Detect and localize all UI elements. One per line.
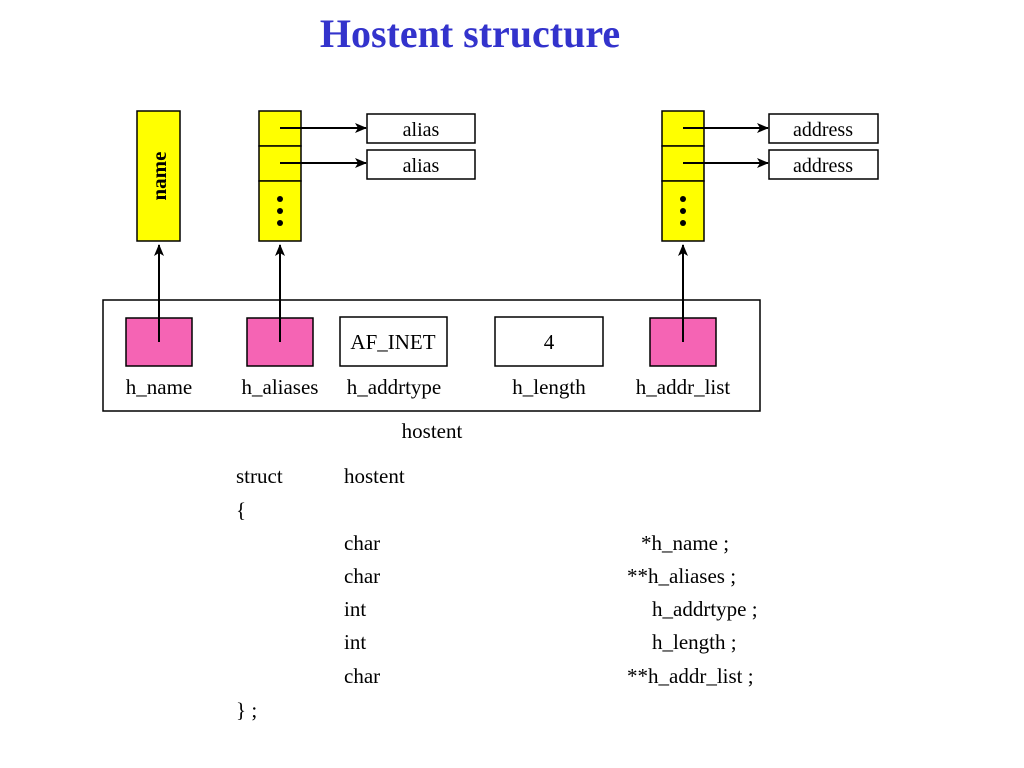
alias-label: alias: [403, 155, 440, 177]
name-label: name: [147, 152, 171, 201]
code-member-type: int: [344, 597, 367, 621]
name-string-box: [136, 110, 181, 242]
h-addr-list-label: h_addr_list: [636, 375, 731, 399]
code-member-decl: h_addrtype ;: [652, 597, 758, 621]
alias-label: alias: [403, 119, 440, 141]
code-member-type: char: [344, 664, 381, 688]
code-struct-keyword: struct: [236, 464, 283, 488]
page-title: Hostent structure: [319, 11, 621, 56]
code-member-type: char: [344, 531, 381, 555]
code-member-decl: *h_name ;: [641, 531, 730, 555]
address-label: address: [793, 155, 853, 177]
address-box: [768, 113, 879, 144]
h-length-field: [494, 316, 604, 367]
addr-list-array: [661, 110, 705, 242]
address-label: address: [793, 119, 853, 141]
alias-box: [366, 113, 476, 144]
h-addrtype-field: [339, 316, 448, 367]
code-member-decl: **h_aliases ;: [627, 564, 737, 588]
h-length-value: 4: [544, 330, 555, 354]
code-member-decl: **h_addr_list ;: [627, 664, 754, 688]
h-name-label: h_name: [126, 375, 192, 399]
code-member-type: int: [344, 630, 367, 654]
code-member-decl: h_length ;: [652, 630, 737, 654]
address-box: [768, 149, 879, 180]
aliases-array: [258, 110, 302, 242]
code-close-brace: } ;: [236, 698, 258, 722]
code-member-type: char: [344, 564, 381, 588]
h-addrtype-value: AF_INET: [350, 330, 435, 354]
struct-caption: hostent: [402, 419, 463, 443]
code-open-brace: {: [236, 498, 247, 522]
h-addrtype-label: h_addrtype: [347, 375, 441, 399]
h-aliases-label: h_aliases: [242, 375, 319, 399]
alias-box: [366, 149, 476, 180]
h-length-label: h_length: [512, 375, 586, 399]
code-struct-name: hostent: [344, 464, 405, 488]
